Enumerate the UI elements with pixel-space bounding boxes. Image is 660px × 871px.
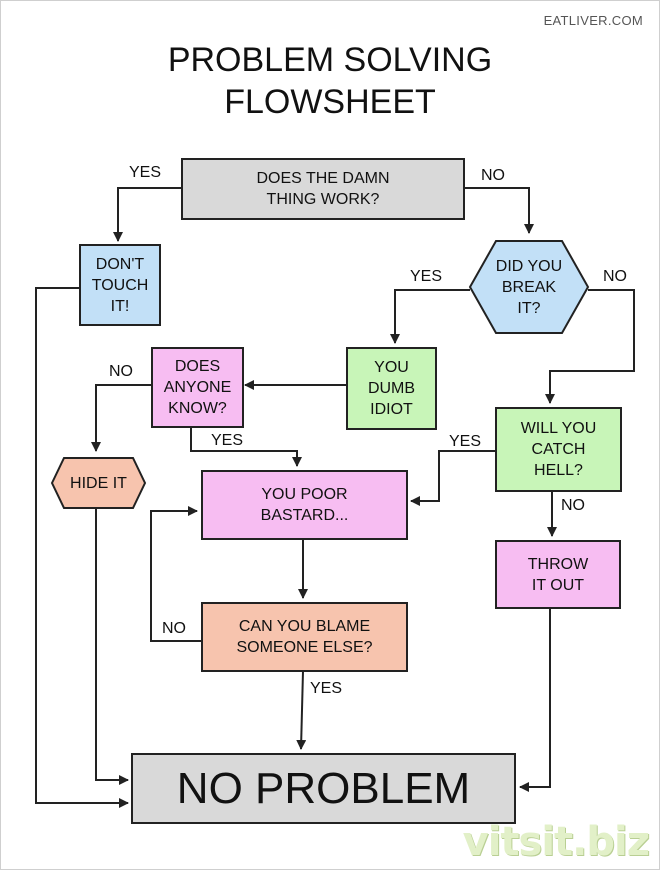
node-no-problem: NO PROBLEM bbox=[131, 753, 516, 824]
node-you-dumb-idiot: YOU DUMB IDIOT bbox=[346, 347, 437, 430]
arrow-catch-yes bbox=[410, 450, 495, 506]
label-catch-yes: YES bbox=[449, 433, 482, 450]
node-hide-label: HIDE IT bbox=[70, 474, 127, 492]
arrow-works-no bbox=[464, 187, 534, 234]
node-will-you-catch-hell: WILL YOU CATCH HELL? bbox=[495, 407, 622, 492]
arrow-works-yes bbox=[113, 187, 182, 242]
node-can-you-blame: CAN YOU BLAME SOMEONE ELSE? bbox=[201, 602, 408, 672]
site-credit: EATLIVER.COM bbox=[543, 13, 643, 28]
arrow-throw-noproblem bbox=[519, 608, 551, 792]
node-does-it-work: DOES THE DAMN THING WORK? bbox=[181, 158, 465, 220]
hexagon-shape-break bbox=[468, 240, 590, 334]
arrow-break-yes bbox=[390, 289, 470, 344]
label-blame-yes: YES bbox=[310, 680, 343, 697]
label-anyone-no: NO bbox=[109, 363, 133, 380]
arrow-hide-noproblem bbox=[95, 509, 129, 785]
watermark-logo: vitsit.biz bbox=[462, 819, 650, 865]
arrow-donttouch-noproblem bbox=[35, 287, 129, 808]
node-break-label: DID YOU BREAK IT? bbox=[495, 257, 563, 317]
node-does-anyone-know: DOES ANYONE KNOW? bbox=[151, 347, 244, 428]
label-works-yes: YES bbox=[129, 164, 162, 181]
node-dont-touch-it: DON'T TOUCH IT! bbox=[79, 244, 161, 326]
arrow-blame-no bbox=[150, 506, 201, 642]
node-hide-it: HIDE IT bbox=[50, 455, 147, 511]
label-break-yes: YES bbox=[410, 268, 443, 285]
arrow-anyone-no bbox=[91, 384, 151, 452]
page-title: PROBLEM SOLVING FLOWSHEET bbox=[1, 39, 659, 123]
title-line-2: FLOWSHEET bbox=[224, 83, 436, 121]
node-you-poor-bastard: YOU POOR BASTARD... bbox=[201, 470, 408, 540]
arrow-blame-yes bbox=[296, 670, 307, 750]
node-throw-it-out: THROW IT OUT bbox=[495, 540, 621, 609]
arrow-break-no bbox=[545, 289, 635, 404]
label-break-no: NO bbox=[603, 268, 627, 285]
arrow-anyone-yes bbox=[190, 428, 302, 467]
hexagon-shape-hide bbox=[50, 457, 147, 509]
node-did-you-break-it: DID YOU BREAK IT? bbox=[468, 238, 590, 336]
label-blame-no: NO bbox=[162, 620, 186, 637]
label-catch-no: NO bbox=[561, 497, 585, 514]
title-line-1: PROBLEM SOLVING bbox=[167, 41, 493, 79]
label-works-no: NO bbox=[481, 167, 505, 184]
label-anyone-yes: YES bbox=[211, 432, 244, 449]
